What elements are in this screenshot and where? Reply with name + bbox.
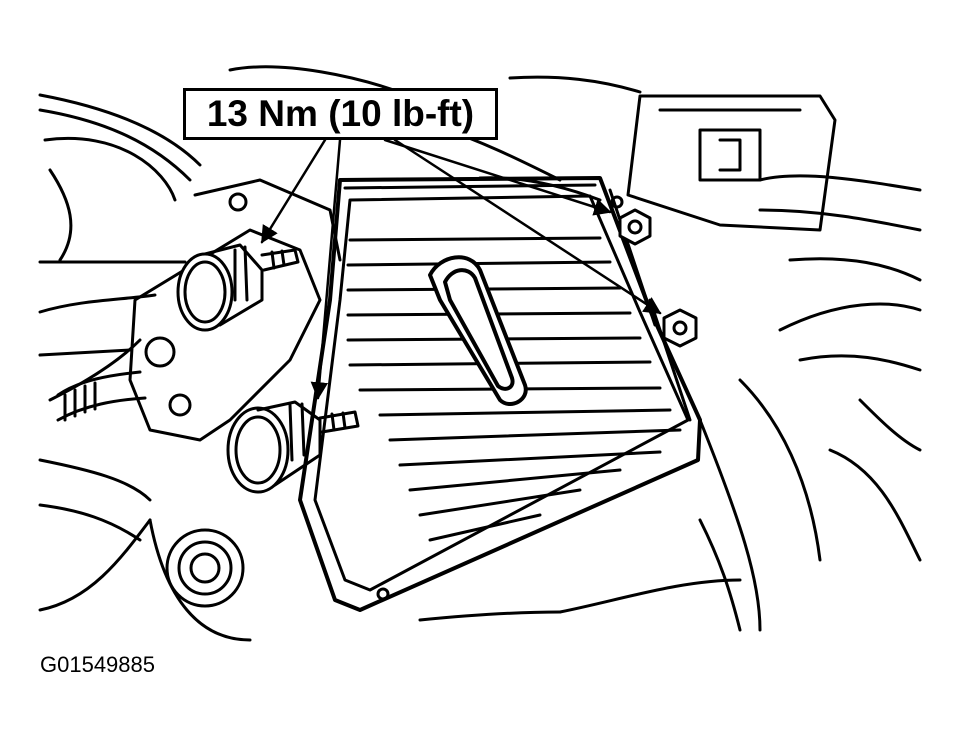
leader-arrow-nut-upper <box>383 138 612 216</box>
connector-housing <box>428 255 528 406</box>
leader-arrow-stud-upper <box>260 138 327 244</box>
control-module <box>298 176 702 612</box>
torque-callout: 13 Nm (10 lb-ft) <box>183 88 498 140</box>
round-boss <box>148 518 252 642</box>
leader-arrows <box>260 138 662 400</box>
figure-id: G01549885 <box>40 652 155 677</box>
stud-upper-left <box>176 243 300 332</box>
hose <box>56 370 147 422</box>
mounting-bracket <box>128 178 342 442</box>
nut-upper-right <box>618 208 652 246</box>
nut-right <box>662 308 698 348</box>
upper-right-bracket <box>626 94 837 232</box>
background-linework <box>38 65 922 632</box>
stud-lower-left <box>226 400 360 494</box>
leader-arrow-nut-right <box>393 138 662 315</box>
leader-arrow-stud-lower <box>310 138 342 400</box>
